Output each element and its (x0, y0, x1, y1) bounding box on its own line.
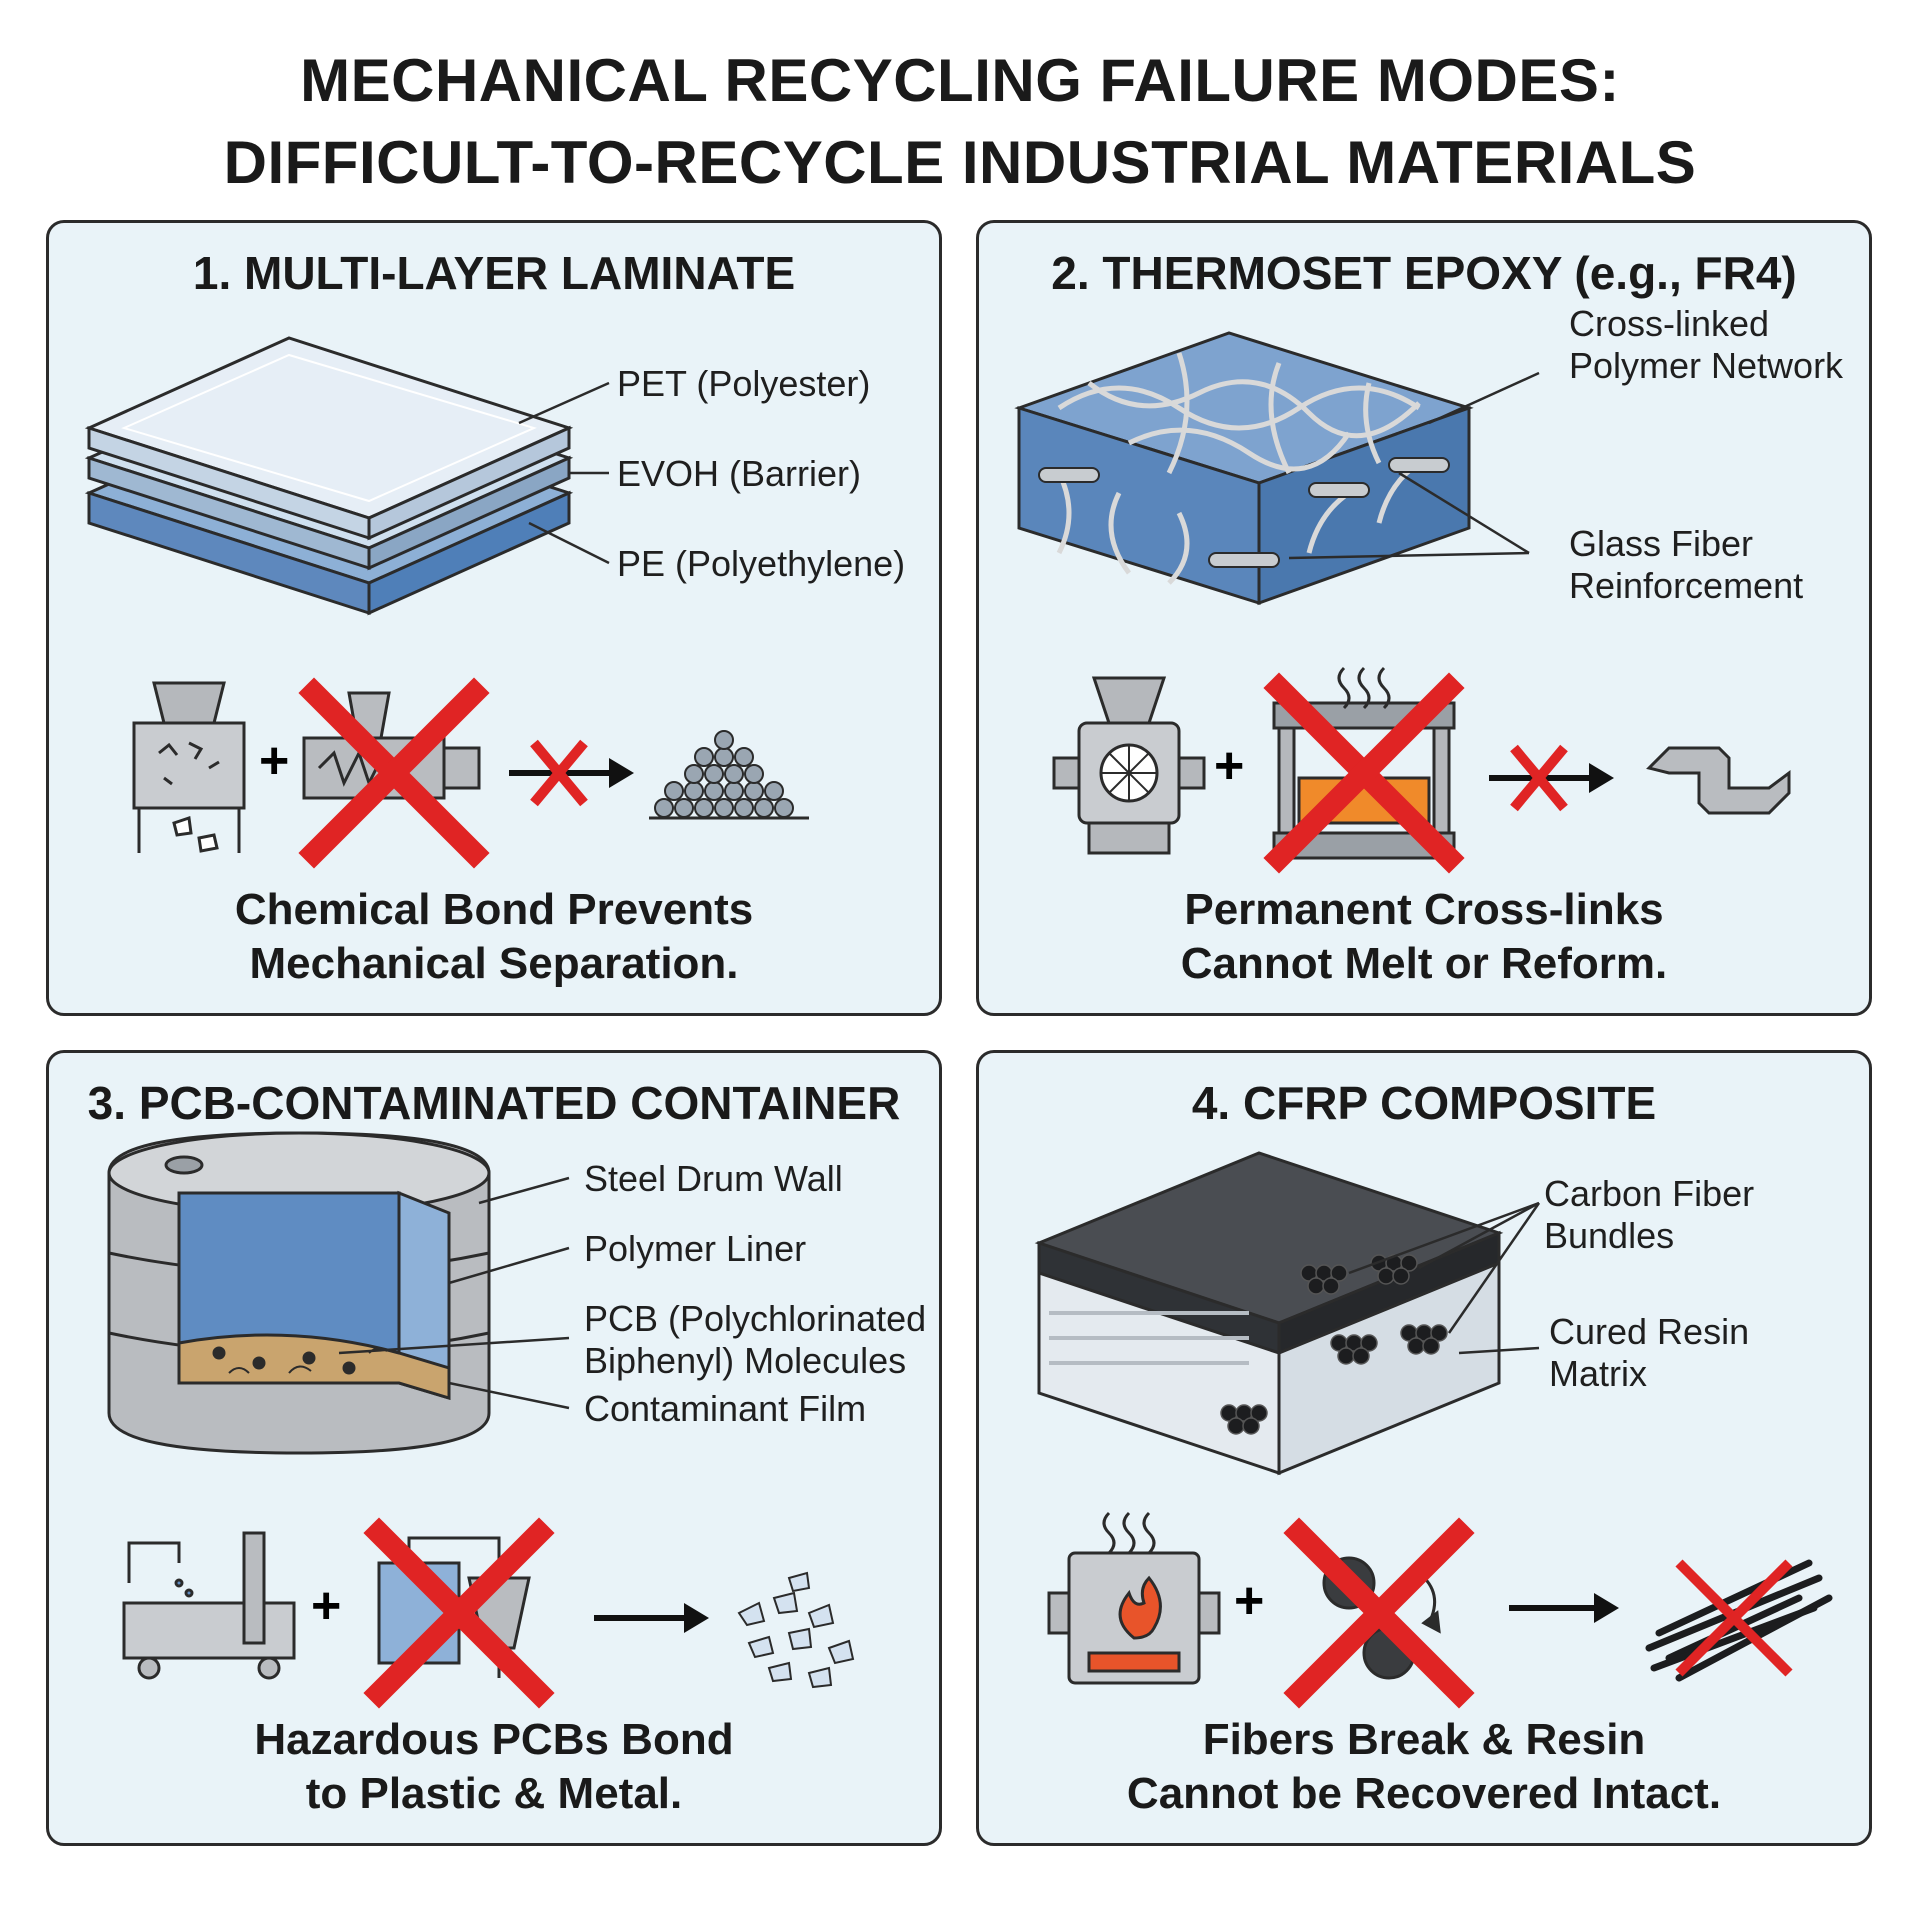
label-steel-drum-wall: Steel Drum Wall (584, 1158, 843, 1199)
caption-line-1: Permanent Cross-links (1184, 885, 1664, 934)
label-pcb-molecules: PCB (Polychlorinated Biphenyl) Molecules (584, 1298, 926, 1382)
label-pe: PE (Polyethylene) (617, 543, 906, 584)
grinder-icon (1052, 676, 1206, 855)
page-title-line-1: MECHANICAL RECYCLING FAILURE MODES: (300, 47, 1620, 114)
arrow-icon (594, 1603, 709, 1633)
caption-line-2: to Plastic & Metal. (305, 1769, 683, 1818)
label-evoh: EVOH (Barrier) (617, 453, 862, 494)
laminate-illustration: + (84, 336, 809, 869)
epoxy-illustration: + (1014, 331, 1791, 874)
panel-cfrp-composite: 4. CFRP COMPOSITE (976, 1050, 1872, 1846)
glass-fiber-rods (1038, 457, 1450, 568)
label-line: Glass Fiber (1569, 523, 1754, 564)
page-title: MECHANICAL RECYCLING FAILURE MODES: DIFF… (0, 40, 1920, 204)
caption-line-1: Chemical Bond Prevents (234, 885, 754, 934)
caption-line-2: Cannot be Recovered Intact. (1126, 1769, 1722, 1818)
caption-line-2: Mechanical Separation. (249, 939, 739, 988)
panel-title: 3. PCB-CONTAMINATED CONTAINER (87, 1077, 901, 1129)
red-cross-icon (1263, 672, 1465, 874)
red-cross-icon (1283, 1517, 1475, 1709)
cfrp-block-icon (1034, 1151, 1504, 1476)
panel-pcb-container: 3. PCB-CONTAMINATED CONTAINER (46, 1050, 942, 1846)
drum-leader-lines (338, 1176, 570, 1410)
label-line: Matrix (1549, 1353, 1647, 1394)
red-cross-icon (1675, 1559, 1793, 1677)
epoxy-leader-lines (1288, 371, 1540, 560)
label-polymer-liner: Polymer Liner (584, 1228, 807, 1269)
plus-icon: + (1214, 737, 1244, 795)
plus-icon: + (259, 732, 289, 790)
plus-icon: + (311, 1577, 341, 1635)
label-glass-fiber: Glass Fiber Reinforcement (1569, 523, 1803, 607)
laminate-leader-lines (518, 381, 610, 565)
caption-line-2: Cannot Melt or Reform. (1180, 939, 1668, 988)
arrow-icon (1509, 1593, 1619, 1623)
arrow-icon (509, 739, 634, 807)
red-cross-icon (298, 677, 490, 869)
label-cured-resin-matrix: Cured Resin Matrix (1549, 1311, 1749, 1395)
label-line: Cured Resin (1549, 1311, 1750, 1352)
carbon-fiber-bundles (1220, 1254, 1448, 1435)
panel-caption: Permanent Cross-links Cannot Melt or Ref… (979, 883, 1869, 991)
panel-caption: Hazardous PCBs Bond to Plastic & Metal. (49, 1713, 939, 1821)
label-line: Carbon Fiber (1544, 1173, 1755, 1214)
panel-title: 1. MULTI-LAYER LAMINATE (192, 247, 796, 299)
flakes-icon (737, 1571, 855, 1689)
red-cross-icon (363, 1517, 555, 1709)
panel-multi-layer-laminate: 1. MULTI-LAYER LAMINATE (46, 220, 942, 1016)
label-line: Biphenyl) Molecules (584, 1340, 907, 1381)
plus-icon: + (1234, 1572, 1264, 1630)
caption-line-1: Fibers Break & Resin (1202, 1715, 1646, 1764)
washing-line-icon (122, 1531, 296, 1680)
laminate-layers-icon (84, 336, 574, 616)
label-pet: PET (Polyester) (617, 363, 871, 404)
panel-caption: Chemical Bond Prevents Mechanical Separa… (49, 883, 939, 991)
panel-caption: Fibers Break & Resin Cannot be Recovered… (979, 1713, 1869, 1821)
label-line: Reinforcement (1569, 565, 1804, 606)
cfrp-illustration: + (1034, 1151, 1833, 1709)
drum-illustration: + (107, 1131, 855, 1709)
label-contaminant-film: Contaminant Film (584, 1388, 867, 1429)
pellet-pile-icon (649, 730, 809, 820)
panel-title: 4. CFRP COMPOSITE (1191, 1077, 1657, 1129)
cfrp-leader-lines (1348, 1201, 1541, 1355)
steel-drum-icon (107, 1131, 491, 1455)
page-title-line-2: DIFFICULT-TO-RECYCLE INDUSTRIAL MATERIAL… (223, 129, 1697, 196)
label-line: Polymer Network (1569, 345, 1844, 386)
molded-part-icon (1646, 746, 1791, 815)
label-line: PCB (Polychlorinated (584, 1298, 927, 1339)
shredder-icon (132, 681, 246, 853)
label-line: Cross-linked (1569, 303, 1770, 344)
label-cross-linked-network: Cross-linked Polymer Network (1569, 303, 1843, 387)
arrow-icon (1489, 744, 1614, 812)
label-carbon-fiber-bundles: Carbon Fiber Bundles (1544, 1173, 1754, 1257)
furnace-icon (1047, 1511, 1221, 1685)
epoxy-block-icon (1014, 331, 1474, 606)
caption-line-1: Hazardous PCBs Bond (254, 1715, 734, 1764)
panel-title: 2. THERMOSET EPOXY (e.g., FR4) (1051, 247, 1797, 299)
panel-thermoset-epoxy: 2. THERMOSET EPOXY (e.g., FR4) (976, 220, 1872, 1016)
label-line: Bundles (1544, 1215, 1675, 1256)
